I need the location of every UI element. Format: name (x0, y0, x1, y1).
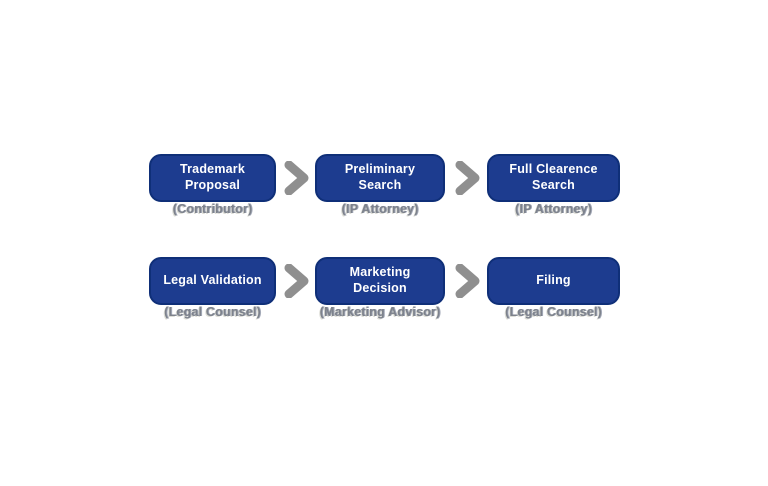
step-box-preliminary-search: Preliminary Search (315, 154, 445, 202)
step-subtitle-full-clearence-search: (IP Attorney) (515, 202, 592, 216)
step-box-filing: Filing (487, 257, 620, 305)
step-subtitle-trademark-proposal: (Contributor) (172, 202, 253, 216)
step-subtitle-filing: (Legal Counsel) (505, 305, 602, 319)
step-label: Preliminary Search (344, 162, 416, 192)
step-box-marketing-decision: Marketing Decision (315, 257, 445, 305)
step-box-trademark-proposal: Trademark Proposal (149, 154, 276, 202)
step-label: Filing (536, 273, 571, 288)
chevron-right-icon (455, 264, 481, 298)
step-subtitle-marketing-decision: (Marketing Advisor) (319, 305, 441, 319)
chevron-right-icon (284, 161, 310, 195)
step-label: Marketing Decision (349, 265, 411, 295)
step-subtitle-preliminary-search: (IP Attorney) (341, 202, 419, 216)
chevron-right-icon (284, 264, 310, 298)
step-subtitle-legal-validation: (Legal Counsel) (164, 305, 261, 319)
step-label: Trademark Proposal (179, 162, 246, 192)
step-box-legal-validation: Legal Validation (149, 257, 276, 305)
step-box-full-clearence-search: Full Clearence Search (487, 154, 620, 202)
chevron-right-icon (455, 161, 481, 195)
step-label: Full Clearence Search (509, 162, 598, 192)
step-label: Legal Validation (163, 273, 262, 288)
